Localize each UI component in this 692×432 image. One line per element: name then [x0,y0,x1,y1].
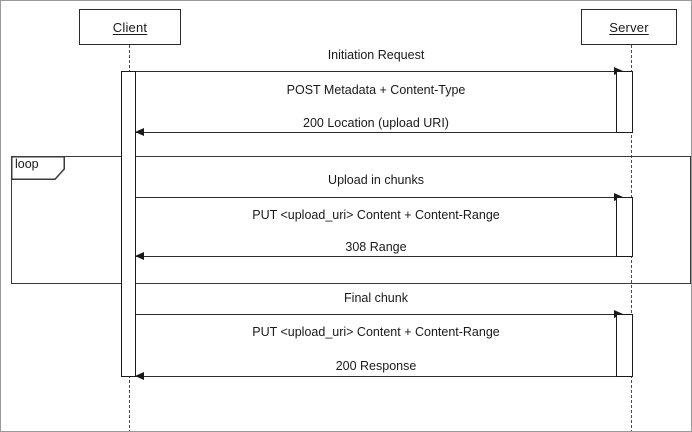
message-line-5 [135,314,623,315]
message-arrowhead-2 [135,127,144,136]
message-label-location-response: 200 Location (upload URI) [303,116,449,130]
loop-fragment [11,156,691,284]
activation-bar-server-2 [616,197,633,257]
message-label-put-chunk: PUT <upload_uri> Content + Content-Range [252,208,500,222]
message-line-2 [136,132,617,133]
loop-tag-pentagon-icon [11,156,65,180]
message-line-1 [135,71,623,72]
message-note-initiation-request: Initiation Request [327,48,425,62]
message-arrowhead-3 [614,192,623,201]
message-line-6 [136,376,617,377]
message-arrowhead-5 [614,309,623,318]
message-label-post-metadata: POST Metadata + Content-Type [286,83,466,97]
participant-client[interactable]: Client [79,9,181,45]
participant-server[interactable]: Server [581,9,677,45]
message-label-range-response: 308 Range [345,240,407,254]
activation-bar-server-3 [616,314,633,377]
message-line-4 [136,256,617,257]
loop-fragment-label: loop [15,157,39,171]
message-note-final-chunk: Final chunk [344,291,408,305]
message-arrowhead-6 [135,371,144,380]
message-arrowhead-1 [614,66,623,75]
message-arrowhead-4 [135,251,144,260]
message-label-final-response: 200 Response [335,359,417,373]
loop-fragment-tag: loop [11,156,65,180]
participant-client-label: Client [112,19,148,35]
message-note-upload-in-chunks: Upload in chunks [328,173,424,187]
participant-server-label: Server [609,19,649,35]
activation-bar-client [121,71,136,377]
message-line-3 [135,197,623,198]
message-label-put-final: PUT <upload_uri> Content + Content-Range [252,325,500,339]
activation-bar-server-1 [616,71,633,133]
